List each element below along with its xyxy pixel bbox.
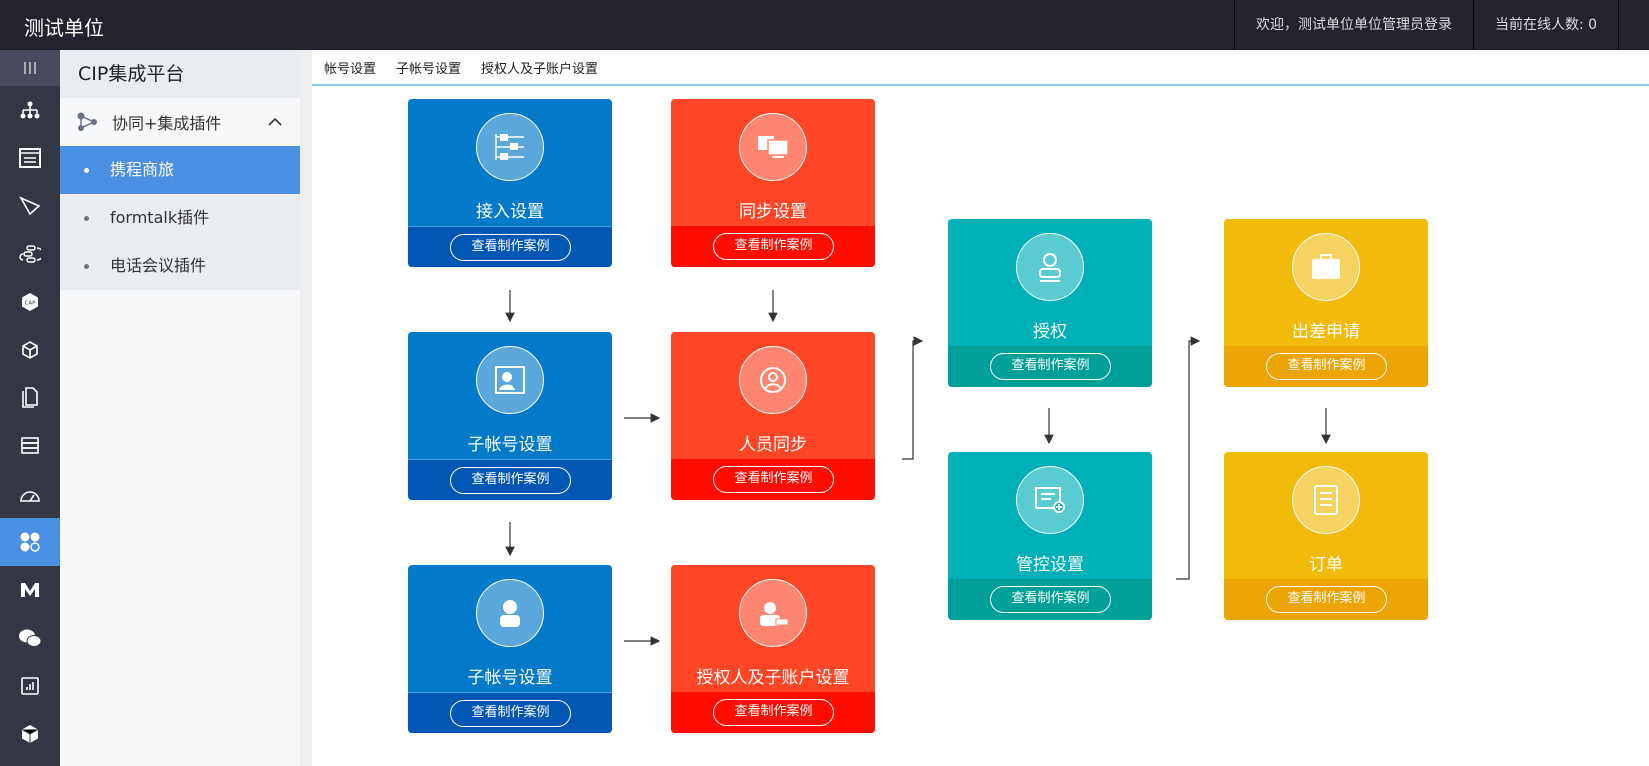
card-control-settings[interactable]: 管控设置查看制作案例 [948,452,1152,620]
card-footer: 查看制作案例 [671,226,875,267]
sidebar: CIP集成平台 协同+集成插件 携程商旅 formtalk插件 电话会议插件 [60,50,300,766]
staff-sync-icon [739,346,807,414]
view-example-button[interactable]: 查看制作案例 [1266,353,1387,380]
order-icon [1292,466,1360,534]
bullet-icon [84,168,89,173]
sidebar-item-label: 电话会议插件 [110,256,207,275]
svg-text:CAP: CAP [25,301,37,307]
chevron-up-icon[interactable] [268,117,282,127]
view-example-button[interactable]: 查看制作案例 [990,586,1111,613]
card-footer: 查看制作案例 [408,226,612,267]
scroll-gutter [300,50,312,766]
sidebar-item-label: 携程商旅 [110,160,175,179]
app-title: 测试单位 [24,16,104,40]
card-footer: 查看制作案例 [671,692,875,733]
subaccount-settings-2-icon [476,579,544,647]
sidebar-title: CIP集成平台 [60,50,300,98]
card-title: 人员同步 [739,435,807,455]
send-icon[interactable] [0,182,60,230]
menu-icon[interactable] [0,50,60,86]
welcome-text: 欢迎，测试单位单位管理员登录 [1234,0,1473,50]
wechat-icon[interactable] [0,614,60,662]
sidebar-group-plugins[interactable]: 协同+集成插件 [60,98,300,146]
card-sync-settings[interactable]: 同步设置查看制作案例 [671,99,875,267]
access-settings-icon [476,113,544,181]
top-header: 测试单位 欢迎，测试单位单位管理员登录 当前在线人数: 0 [0,0,1649,50]
card-footer: 查看制作案例 [948,579,1152,620]
card-authorization[interactable]: 授权查看制作案例 [948,219,1152,387]
arrow [902,336,924,460]
bullet-icon [84,216,89,221]
arrow [1176,336,1201,580]
m-logo-icon[interactable] [0,566,60,614]
card-title: 子帐号设置 [467,435,553,455]
card-title: 授权人及子账户设置 [696,668,850,688]
card-title: 订单 [1309,555,1343,575]
report-icon[interactable] [0,662,60,710]
card-title: 子帐号设置 [467,668,553,688]
card-authorizer-settings[interactable]: 授权人及子账户设置查看制作案例 [671,565,875,733]
dashboard-icon[interactable] [0,470,60,518]
authorizer-settings-icon [739,579,807,647]
flow-icon[interactable] [0,230,60,278]
view-example-button[interactable]: 查看制作案例 [1266,586,1387,613]
tab-account-settings[interactable]: 帐号设置 [324,61,377,77]
subaccount-settings-icon [476,346,544,414]
card-title: 同步设置 [739,202,807,222]
settings-panel-icon[interactable] [0,134,60,182]
box-icon[interactable] [0,710,60,758]
sidebar-group-label: 协同+集成插件 [112,114,222,133]
card-title: 接入设置 [476,202,544,222]
control-settings-icon [1016,466,1084,534]
card-footer: 查看制作案例 [1224,579,1428,620]
card-access-settings[interactable]: 接入设置查看制作案例 [408,99,612,267]
view-example-button[interactable]: 查看制作案例 [990,353,1111,380]
card-travel-request[interactable]: 出差申请查看制作案例 [1224,219,1428,387]
travel-request-icon [1292,233,1360,301]
plugin-icon[interactable] [0,518,60,566]
header-divider [1618,0,1649,50]
card-subaccount-settings[interactable]: 子帐号设置查看制作案例 [408,332,612,500]
card-title: 授权 [1033,322,1067,342]
view-example-button[interactable]: 查看制作案例 [450,467,571,494]
sidebar-item-ctrip[interactable]: 携程商旅 [60,146,300,194]
authorization-icon [1016,233,1084,301]
sync-settings-icon [739,113,807,181]
card-title: 管控设置 [1016,555,1084,575]
tab-authorizer-settings[interactable]: 授权人及子账户设置 [481,61,599,77]
database-icon[interactable] [0,422,60,470]
online-count: 当前在线人数: 0 [1473,0,1618,50]
sidebar-item-formtalk[interactable]: formtalk插件 [60,194,300,242]
card-footer: 查看制作案例 [408,459,612,500]
card-footer: 查看制作案例 [948,346,1152,387]
card-footer: 查看制作案例 [671,459,875,500]
sidebar-item-conference[interactable]: 电话会议插件 [60,242,300,290]
view-example-button[interactable]: 查看制作案例 [450,234,571,261]
cube-icon[interactable] [0,326,60,374]
card-subaccount-settings-2[interactable]: 子帐号设置查看制作案例 [408,565,612,733]
card-order[interactable]: 订单查看制作案例 [1224,452,1428,620]
document-icon[interactable] [0,374,60,422]
tab-subaccount-settings[interactable]: 子帐号设置 [396,61,462,77]
card-footer: 查看制作案例 [408,692,612,733]
view-example-button[interactable]: 查看制作案例 [713,233,834,260]
card-staff-sync[interactable]: 人员同步查看制作案例 [671,332,875,500]
tab-bar: 帐号设置 子帐号设置 授权人及子账户设置 [312,50,1649,86]
share-icon [77,112,97,131]
card-footer: 查看制作案例 [1224,346,1428,387]
bullet-icon [84,264,89,269]
view-example-button[interactable]: 查看制作案例 [450,700,571,727]
icon-bar: CAP [0,50,60,766]
view-example-button[interactable]: 查看制作案例 [713,466,834,493]
view-example-button[interactable]: 查看制作案例 [713,699,834,726]
sidebar-item-label: formtalk插件 [110,208,210,227]
card-title: 出差申请 [1292,322,1360,342]
org-tree-icon[interactable] [0,86,60,134]
cap-icon[interactable]: CAP [0,278,60,326]
